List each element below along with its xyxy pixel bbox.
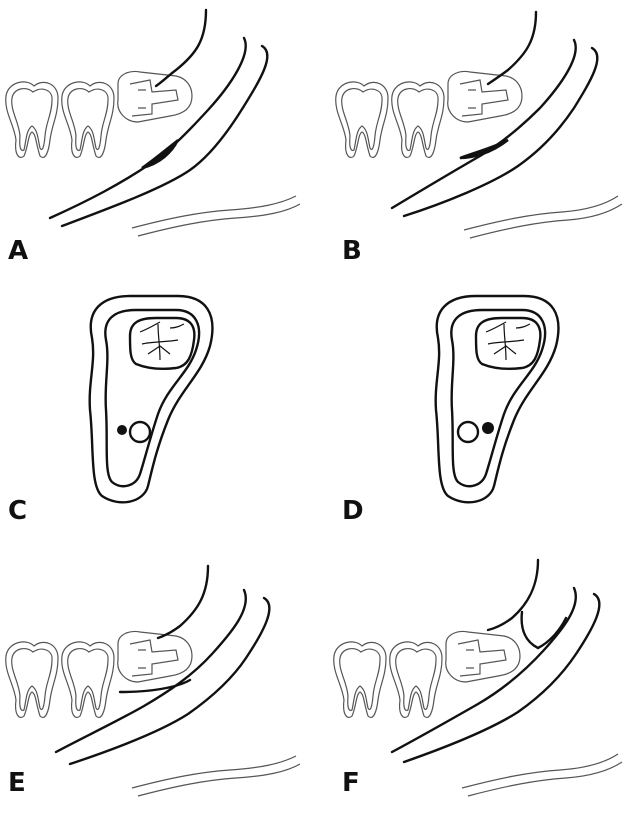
- occlusal-fissures: [486, 322, 530, 360]
- panel-label-b: B: [342, 238, 362, 264]
- nerve-canal: [392, 12, 597, 216]
- cross-section: [90, 296, 213, 502]
- second-molar: [446, 632, 520, 683]
- jaw-border: [464, 196, 622, 238]
- panel-a: A: [0, 0, 312, 270]
- jaw-border: [132, 756, 300, 796]
- panel-a-illustration: [0, 0, 312, 270]
- panel-c: C: [0, 270, 312, 530]
- nerve-canal: [56, 566, 269, 764]
- radiolucent-band: [142, 140, 178, 168]
- nerve-dot-filled: [117, 425, 127, 435]
- panel-label-d: D: [342, 498, 364, 524]
- second-molar: [448, 72, 522, 123]
- panel-e-illustration: [0, 530, 312, 815]
- inner-cortex: [451, 310, 545, 486]
- second-molar: [118, 72, 192, 123]
- tooth-root-circle: [130, 422, 150, 442]
- jaw-border: [462, 754, 622, 796]
- canal-upper-border: [56, 590, 246, 752]
- tooth-root-circle: [458, 422, 478, 442]
- teeth: [6, 72, 192, 158]
- canal-lower-border: [404, 48, 597, 216]
- panel-label-a: A: [8, 238, 28, 264]
- teeth: [336, 72, 522, 158]
- panel-d: D: [312, 270, 624, 530]
- occlusal-fissures: [140, 322, 184, 360]
- upper-contour: [488, 560, 538, 630]
- canal-upper-border: [392, 588, 576, 752]
- third-molar-crown: [476, 318, 540, 369]
- third-molar-crown: [130, 318, 194, 369]
- panel-b-illustration: [312, 0, 624, 270]
- teeth: [6, 632, 192, 718]
- nerve-dot-filled: [482, 422, 494, 434]
- panel-e: E: [0, 530, 312, 815]
- second-molar: [118, 632, 192, 683]
- panel-label-f: F: [342, 770, 360, 796]
- canal-position-markers: [458, 422, 494, 442]
- cross-section: [436, 296, 559, 502]
- panel-b: B: [312, 0, 624, 270]
- jaw-border: [132, 196, 300, 236]
- panel-label-e: E: [8, 770, 26, 796]
- canal-upper-border: [392, 40, 576, 208]
- canal-position-markers: [117, 422, 150, 442]
- panel-c-illustration: [0, 270, 312, 530]
- canal-branch-to-crest: [522, 612, 566, 648]
- panel-f: F: [312, 530, 624, 815]
- inner-cortex: [105, 310, 199, 486]
- panel-label-c: C: [8, 498, 27, 524]
- canal-divergence: [460, 140, 508, 158]
- teeth: [334, 632, 520, 718]
- upper-contour: [158, 566, 208, 638]
- canal-lower-border: [70, 598, 269, 764]
- panel-d-illustration: [312, 270, 624, 530]
- upper-contour: [488, 12, 536, 84]
